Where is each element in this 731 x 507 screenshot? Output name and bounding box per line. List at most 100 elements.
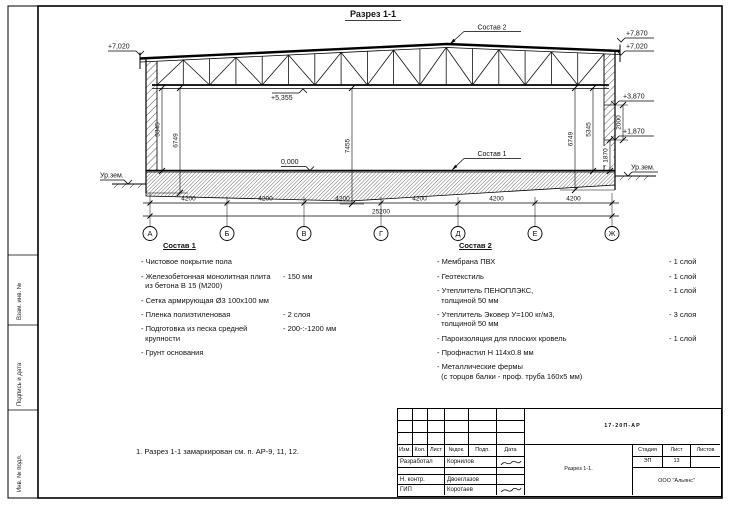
list-item: - Пленка полиэтиленовая - 2 слоя [141,310,431,319]
material-name: - Утеплитель ПЕНОПЛЭКС, толщиной 50 мм [437,286,534,305]
titleblock-cell [497,433,525,445]
dim-value: 4200 [489,196,504,203]
dim-6749-left: 6749 [146,84,188,197]
bottom-dimensions: 4200 4200 4200 4200 4200 4200 25200 [143,193,619,226]
name-gip: Коротаев [445,485,497,495]
titleblock-drawing-title: Разрез 1-1. [525,445,633,495]
axis-label: Д [455,229,460,238]
elevation-ground-left: Ур.зем. [100,173,133,185]
list-item: - Геотекстиль- 1 слой [437,272,729,281]
material-name: - Пленка полиэтиленовая [141,309,231,319]
titleblock-cell [445,433,469,445]
signature-cell [497,468,525,475]
elevation-value: +1,870 [623,129,645,136]
material-name: - Геотекстиль [437,271,484,281]
elevation-value: +7,020 [108,44,130,51]
col-podp: Подп. [469,445,497,457]
dim-1870-right: 1870 [603,136,614,175]
elevation-value: Ур.зем. [631,165,655,172]
titleblock-cell [497,409,525,421]
list-item: - Чистовое покрытие пола [141,257,431,266]
list-item: - Грунт основания [141,348,431,357]
dim-value: 6749 [568,131,575,146]
elevation-value: +5,355 [271,95,293,102]
leader-arrow-icon [452,164,458,170]
elevation-value: +7,870 [626,31,648,38]
dim-value: 5345 [155,122,162,137]
material-name: - Грунт основания [141,348,204,357]
titleblock-cell [469,433,497,445]
sheet-value: 13 [663,457,691,468]
col-ndok: №док. [445,445,469,457]
material-name: - Мембрана ПВХ [437,257,496,267]
title-block: 17-20П-АР Изм. Кол. Лист №док. Подп. Дат… [397,408,722,497]
vertical-dimensions: 5345 6749 7455 6749 [146,84,628,208]
callout-sostav2: Состав 2 [449,25,521,45]
elevation-value: +7,020 [626,44,648,51]
callout-label: Состав 2 [477,25,506,32]
list-item: - Мембрана ПВХ- 1 слой [437,257,729,266]
titleblock-cell [445,409,469,421]
sheet-label: Лист [663,445,691,457]
dim-value: 4200 [412,196,427,203]
dim-value: 25200 [372,209,390,216]
leader-arrow-icon [450,38,456,44]
elevation-value: +3,870 [623,94,645,101]
material-name: - Пароизоляция для плоских кровель [437,333,567,343]
margin-label-inv-podl: Инв. № подл. [17,454,23,492]
sheets-label: Листов [691,445,720,457]
role-gip: ГИП [398,485,445,495]
elevation-ground-right: Ур.зем. [623,165,658,177]
material-value: - 200-:-1200 мм [283,324,337,334]
col-list: Лист [428,445,445,457]
titleblock-cell [398,409,413,421]
list-item: - Подготовка из песка средней крупности-… [141,324,431,343]
dim-value: 4200 [181,196,196,203]
elevation-right-mid: +3,870 [610,94,654,106]
dim-6749-right: 6749 [560,84,615,194]
material-name: - Профнастил Н 114x0.8 мм [437,348,534,357]
doc-number: 17-20П-АР [525,409,720,445]
sostav1-section: Состав 1 - Чистовое покрытие пола - Желе… [141,241,431,362]
material-value: - 150 мм [283,271,313,281]
material-value: - 2 слоя [283,309,311,319]
material-value: - 3 слоя [669,309,697,319]
titleblock-cell [398,421,413,433]
dim-value: 4200 [566,196,581,203]
stage-label: Стадия [633,445,663,457]
walls [145,51,616,193]
titleblock-cell [413,409,428,421]
elevation-value: 0,000 [281,159,299,166]
elevation-right-roof: +7,020 [616,44,654,56]
view-title: Разрез 1-1 [345,9,401,21]
dim-value: 4200 [335,196,350,203]
stage-value: ЭП [633,457,663,468]
material-value: - 1 слой [669,333,697,343]
material-name: - Утеплитель Эковер У=100 кг/м3, толщино… [437,309,555,329]
sheet-frame [7,5,723,499]
list-item: - Утеплитель ПЕНОПЛЭКС, толщиной 50 мм- … [437,286,729,305]
signature-icon [500,487,521,492]
axis-label: Ж [609,229,616,238]
signature-cell [497,457,525,468]
titleblock-cell [398,433,413,445]
dim-7455-center: 7455 [340,84,364,208]
list-item: - Утеплитель Эковер У=100 кг/м3, толщино… [437,310,729,329]
elevation-marks: +7,020 +7,870 +7,020 +3,870 +1,870 [100,31,658,185]
col-data: Дата [497,445,525,457]
elevation-right-top: +7,870 [616,31,654,43]
dim-value: 7455 [345,138,352,153]
list-item: - Металлические фермы (с торцов балки - … [437,362,729,381]
material-name: - Чистовое покрытие пола [141,257,232,267]
signature-cell [497,485,525,495]
sostav2-title: Состав 2 [459,241,492,250]
titleblock-cell [413,421,428,433]
titleblock-cell [469,421,497,433]
dim-value: 5345 [586,122,593,137]
callout-sostav1: Состав 1 [451,151,521,171]
titleblock-cell [469,409,497,421]
sostav1-title: Состав 1 [163,241,196,250]
list-item: - Профнастил Н 114x0.8 мм [437,348,729,357]
elevation-left-roof: +7,020 [108,44,145,56]
titleblock-cell [428,421,445,433]
